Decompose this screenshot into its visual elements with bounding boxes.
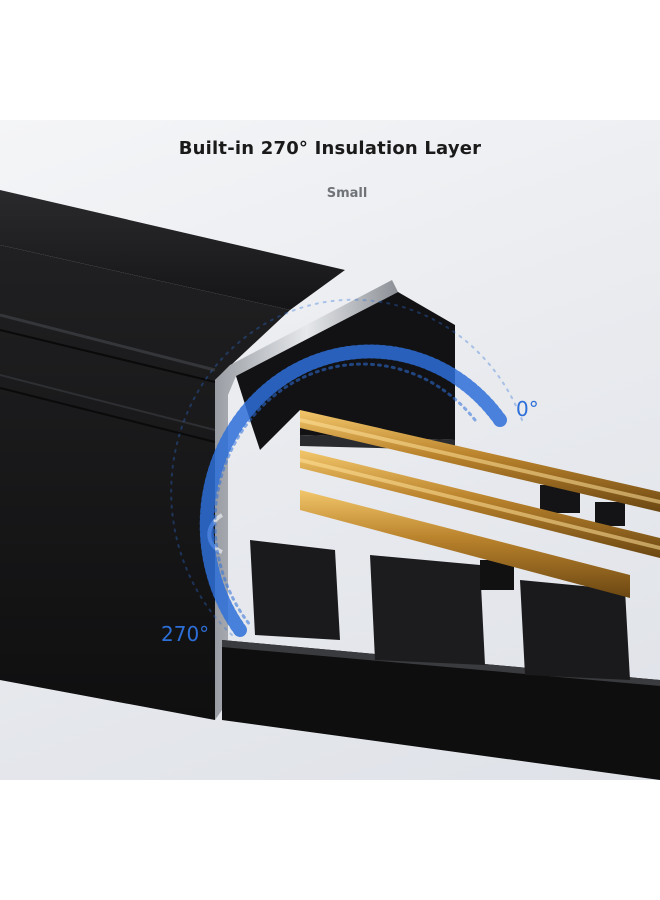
headline: Built-in 270° Insulation Layer [178,138,482,159]
power-strip-illustration [0,190,660,780]
subhead: Small [326,186,368,201]
product-photo: Built-in 270° Insulation Layer Small 0° … [0,120,660,780]
insulation-cover [236,292,455,450]
socket-block-2 [370,555,485,665]
housing-side [0,245,290,720]
socket-block-3 [520,580,630,680]
socket-block-1 [250,540,340,640]
housing-top-surface [0,190,345,310]
angle-label-270: 270° [161,622,210,646]
angle-label-0: 0° [516,397,539,421]
insulation-arc [170,298,523,637]
copper-bar-bottom [300,490,630,598]
